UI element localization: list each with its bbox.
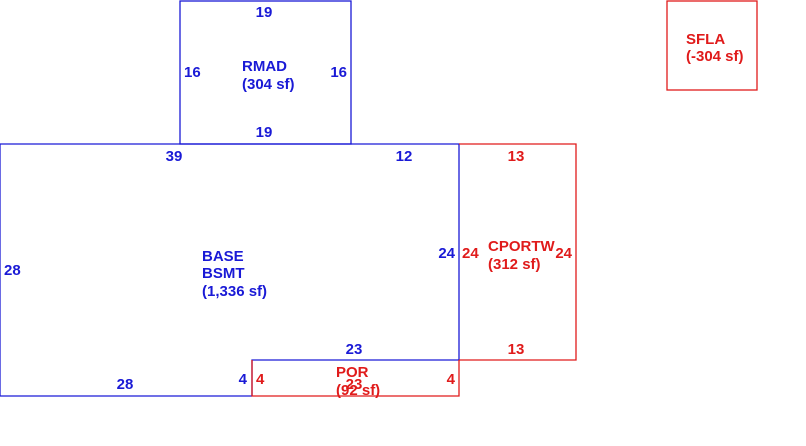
rmad-area: (304 sf) <box>242 76 295 93</box>
base-top-right-dimension: 12 <box>396 148 413 165</box>
cportw-name: CPORTW <box>488 238 556 255</box>
rmad-left-dimension: 16 <box>184 64 201 81</box>
base-bottom-dimension: 28 <box>117 376 134 393</box>
rmad-top-dimension: 19 <box>256 4 273 21</box>
por-name: POR <box>336 364 369 381</box>
por-left-dimension: 4 <box>256 371 265 388</box>
rmad-right-dimension: 16 <box>330 64 347 81</box>
por-area: (92 sf) <box>336 382 380 399</box>
cportw-left-dimension: 24 <box>462 245 479 262</box>
cportw-area: (312 sf) <box>488 256 541 273</box>
base-top-left-dimension: 39 <box>166 148 183 165</box>
base-area: (1,336 sf) <box>202 283 267 300</box>
sfla-name: SFLA <box>686 31 725 48</box>
cportw-bottom-dimension: 13 <box>508 341 525 358</box>
base-right-dimension: 24 <box>438 245 455 262</box>
base-notch-height-dimension: 4 <box>239 371 248 388</box>
sfla-outline <box>666 0 758 91</box>
por-right-dimension: 4 <box>447 371 456 388</box>
rmad-bottom-dimension: 19 <box>256 124 273 141</box>
cportw-right-dimension: 24 <box>555 245 572 262</box>
cportw-outline <box>459 143 577 361</box>
base-name-line1: BASE <box>202 248 244 265</box>
sfla-area: (-304 sf) <box>686 48 744 65</box>
base-left-dimension: 28 <box>4 262 21 279</box>
base-notch-width-dimension: 23 <box>346 341 363 358</box>
base-name-line2: BSMT <box>202 265 245 282</box>
cportw-top-dimension: 13 <box>508 148 525 165</box>
rmad-name: RMAD <box>242 58 287 75</box>
por-outline <box>251 360 460 397</box>
por-top-dimension: 23 <box>346 376 363 393</box>
